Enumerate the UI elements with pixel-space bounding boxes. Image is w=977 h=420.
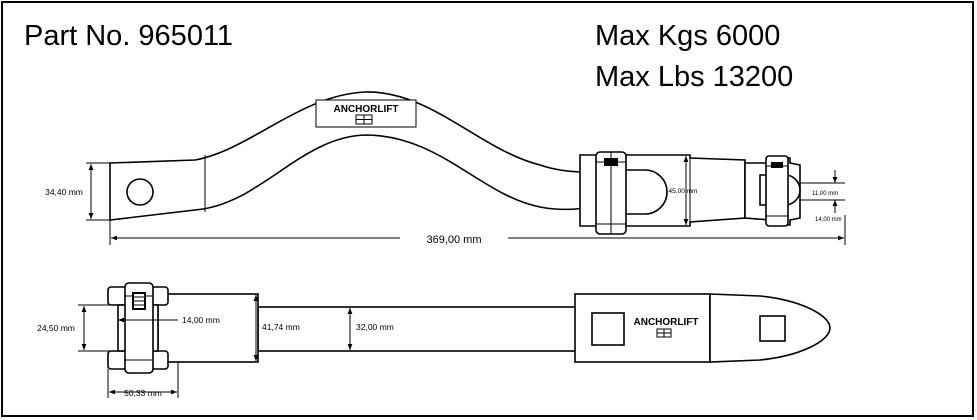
bolt-nut-top <box>604 158 618 166</box>
side-view: ANCHORLIFT 34,40 mm 36 <box>45 91 846 246</box>
fork-window <box>591 312 625 346</box>
dim-left-height: 34,40 mm <box>45 187 83 197</box>
max-lbs: Max Lbs 13200 <box>595 61 794 93</box>
long-bar <box>257 306 579 352</box>
dim-total-length: 369,00 mm <box>426 234 481 246</box>
dim-bar-width: 32,00 mm <box>356 322 394 332</box>
eye-hole <box>126 178 154 206</box>
logo-plate: ANCHORLIFT <box>315 99 417 128</box>
logo-text-top: ANCHORLIFT <box>634 317 699 328</box>
dim-clevis-gap: 14,00 mm <box>182 315 220 325</box>
top-view: ANCHORLIFT 24,50 mm 14,00 mm 41,74 mm 32… <box>37 282 831 398</box>
dim-clevis-height: 24,50 mm <box>37 323 75 333</box>
right-pin <box>765 155 789 227</box>
logo-text: ANCHORLIFT <box>334 104 399 115</box>
part-number: Part No. 965011 <box>24 20 234 52</box>
dim-end-width: 14,00 mm <box>815 217 842 223</box>
end-window <box>759 315 786 342</box>
dim-pin-diameter: 11,00 mm <box>812 191 838 197</box>
dim-body-width: 41,74 mm <box>262 322 300 332</box>
max-kgs: Max Kgs 6000 <box>595 20 781 52</box>
dim-clevis-length: 50,33 mm <box>124 388 162 398</box>
dim-mid-height: 45,00 mm <box>669 188 698 195</box>
clevis-body <box>157 293 259 363</box>
